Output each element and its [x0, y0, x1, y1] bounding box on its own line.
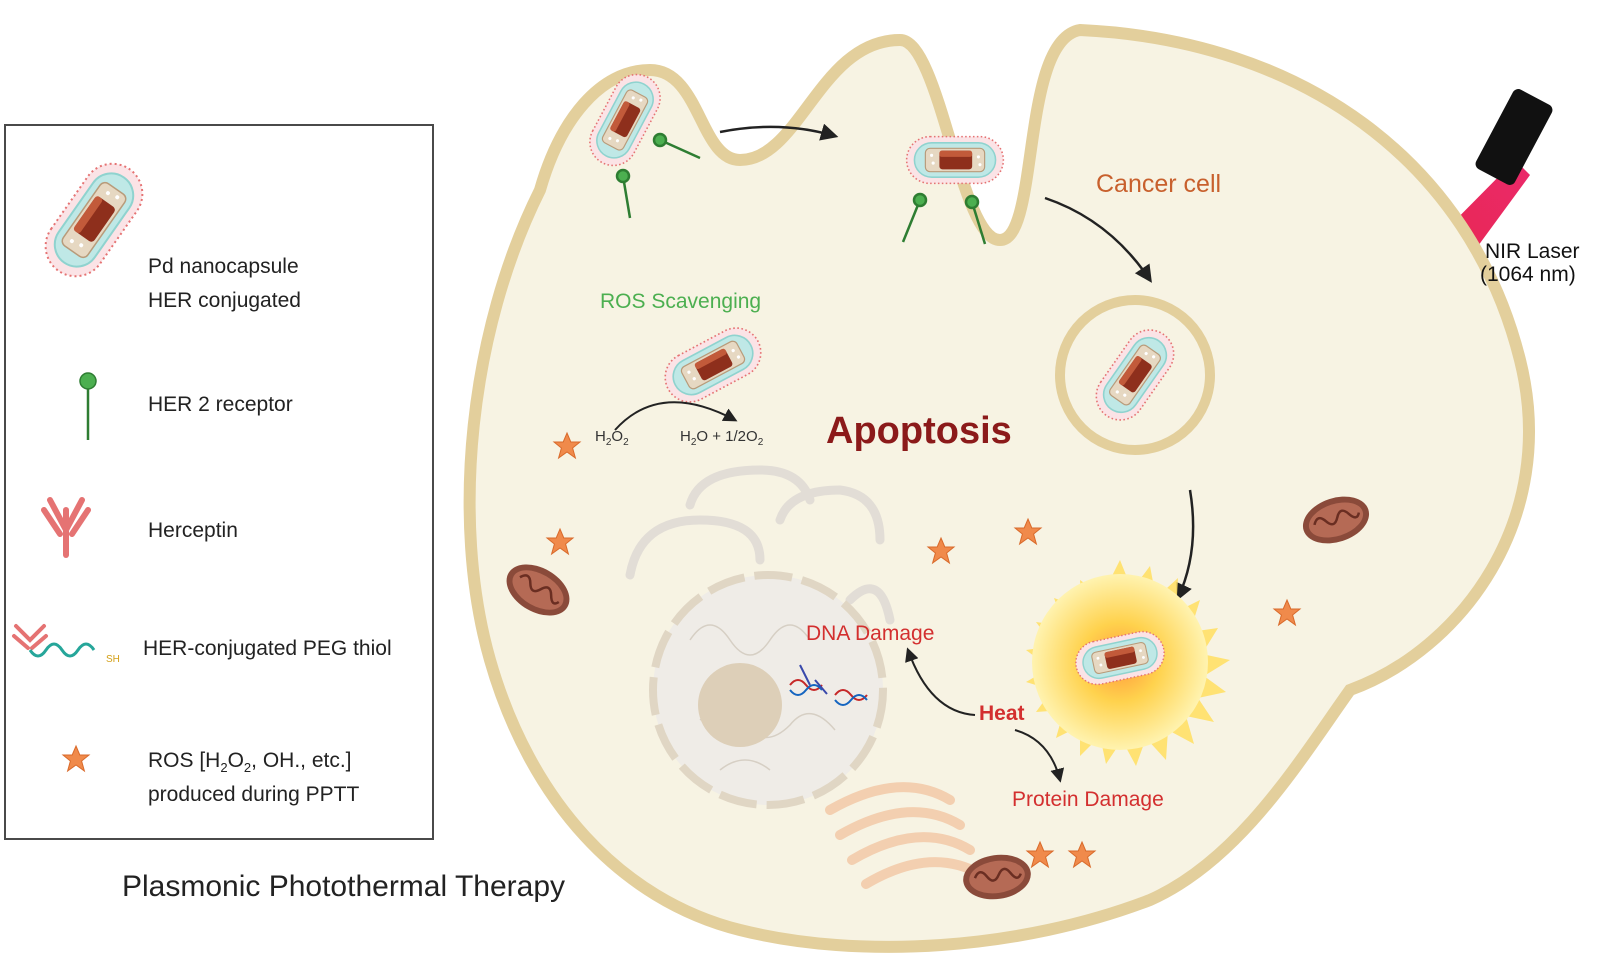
legend-ros-line2: produced during PPTT [148, 783, 360, 806]
arrow-heat-to-protein [1014, 729, 1065, 783]
ros-scavenging-label: ROS Scavenging [600, 290, 762, 313]
arrow-binding-to-invagination [719, 123, 839, 141]
heat-label: Heat [979, 702, 1025, 725]
legend-sh-label: SH [106, 654, 120, 665]
cancer-cell-label: Cancer cell [1096, 170, 1222, 198]
laser-label-line1: NIR Laser [1485, 240, 1580, 263]
legend-nanocapsule-line1: Pd nanocapsule [148, 255, 299, 278]
figure-caption: Plasmonic Photothermal Therapy [122, 870, 565, 903]
apoptosis-label: Apoptosis [826, 410, 1012, 452]
nucleus [649, 571, 887, 809]
nanocapsule-invaginating [905, 135, 1005, 185]
laser-label-line2: (1064 nm) [1480, 263, 1576, 286]
legend-ros-line1: ROS [H2O2, OH., etc.] [148, 749, 352, 776]
her2-receptors [615, 132, 987, 245]
endoplasmic-reticulum [625, 465, 895, 625]
legend-herceptin-label: Herceptin [148, 519, 238, 542]
arrow-to-heat [1175, 489, 1195, 602]
reaction-reactant-label: H2O2 [595, 428, 629, 448]
arrow-h2o2-reaction [614, 401, 738, 431]
dna-damage-label: DNA Damage [806, 622, 935, 645]
laser-device-icon [1475, 89, 1553, 185]
arrow-heat-to-dna [905, 647, 976, 716]
legend-peg-thiol-label: HER-conjugated PEG thiol [143, 637, 392, 660]
reaction-product-label: H2O + 1/2O2 [680, 428, 764, 448]
legend-nanocapsule-line2: HER conjugated [148, 289, 301, 312]
dna-strands-icon [789, 664, 868, 706]
legend-panel [4, 124, 434, 840]
legend-receptor-label: HER 2 receptor [148, 393, 293, 416]
protein-damage-label: Protein Damage [1012, 788, 1164, 811]
arrow-to-endosome [1044, 196, 1152, 283]
